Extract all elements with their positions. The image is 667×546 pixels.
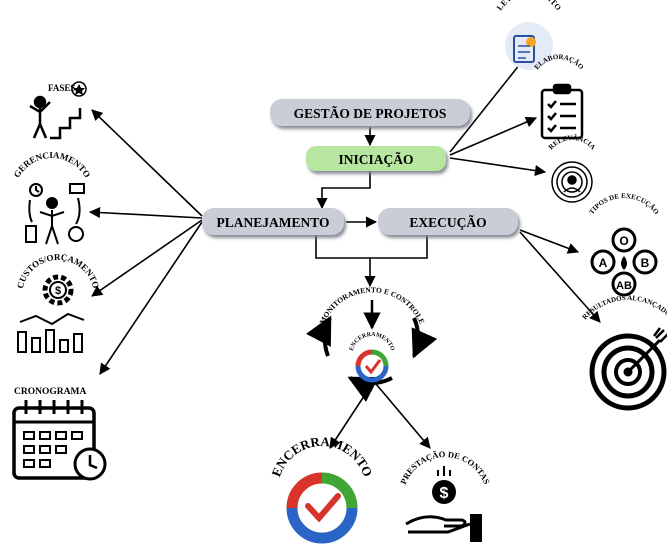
gear-coin-icon: $ bbox=[42, 274, 74, 306]
cronograma-label: CRONOGRAMA bbox=[14, 387, 86, 397]
gerenciamento-label: GERENCIAMENTO bbox=[12, 150, 93, 179]
node-iniciacao-label: INICIAÇÃO bbox=[338, 152, 413, 167]
arrow-to-relevancia bbox=[449, 157, 547, 177]
relevancia-label: RELEVÂNCIA bbox=[547, 134, 597, 151]
bar-chart-icon bbox=[17, 312, 85, 353]
cycle-arrow-right bbox=[411, 317, 438, 359]
arrow-to-levantamento bbox=[449, 53, 529, 153]
fases-item: FASES bbox=[29, 81, 87, 140]
resultados-label: RESULTADOS ALCANÇADOS bbox=[581, 294, 667, 321]
blood-type-a: A bbox=[599, 256, 608, 270]
blood-types-icon: O A B AB bbox=[590, 227, 658, 297]
elaboracao-item: ELABORAÇÃO bbox=[533, 53, 586, 140]
prestacao-item: PRESTAÇÃO DE CONTAS $ bbox=[398, 449, 492, 542]
target-arrow-icon bbox=[589, 327, 667, 411]
blood-type-ab: AB bbox=[616, 280, 632, 292]
node-execucao-label: EXECUÇÃO bbox=[409, 215, 486, 230]
hand-coin-icon: $ bbox=[405, 466, 482, 542]
encerramento-small-label: ENCERRAMENTO bbox=[349, 332, 396, 352]
custos-item: CUSTOS/ORÇAMENTO $ bbox=[15, 252, 101, 353]
arrow-to-resultados bbox=[519, 231, 601, 323]
gerenciamento-item: GERENCIAMENTO bbox=[12, 150, 93, 245]
arrow-to-gerenciamento bbox=[88, 206, 203, 219]
resultados-item: RESULTADOS ALCANÇADOS bbox=[581, 294, 667, 411]
stairs-icon bbox=[29, 81, 87, 140]
calendar-icon bbox=[12, 400, 107, 481]
cycle-arrow-left bbox=[305, 315, 332, 357]
fases-label: FASES bbox=[48, 83, 75, 93]
tipos-item: TIPOS DE EXECUÇÃO O A B AB bbox=[588, 192, 661, 297]
custos-label: CUSTOS/ORÇAMENTO bbox=[15, 252, 101, 290]
arrow-to-custos bbox=[91, 219, 203, 297]
relevance-target-icon bbox=[551, 161, 593, 203]
svg-text:$: $ bbox=[55, 285, 61, 297]
clipboard-checklist-icon bbox=[540, 83, 584, 140]
cycle-arrow-bottom bbox=[347, 376, 393, 402]
arrow-to-tipos bbox=[519, 229, 580, 254]
relevancia-item: RELEVÂNCIA bbox=[547, 134, 597, 203]
encerramento-small-icon bbox=[355, 349, 389, 383]
svg-text:$: $ bbox=[440, 485, 449, 502]
encerramento-check-icon bbox=[286, 472, 358, 544]
arrow-to-prestacao bbox=[375, 383, 431, 449]
arrow-to-cronograma bbox=[99, 221, 203, 375]
node-gestao[interactable]: GESTÃO DE PROJETOS bbox=[270, 99, 470, 126]
cronograma-item: CRONOGRAMA bbox=[12, 387, 107, 481]
connectors bbox=[88, 53, 601, 449]
arrow-to-fases bbox=[91, 109, 203, 217]
levantamento-label: LEVANTAMENTO bbox=[495, 0, 563, 12]
node-gestao-label: GESTÃO DE PROJETOS bbox=[294, 106, 447, 121]
bracket-planejamento-execucao bbox=[315, 234, 428, 259]
blood-type-b: B bbox=[641, 256, 650, 270]
survey-person-icon bbox=[505, 22, 553, 70]
node-planejamento[interactable]: PLANEJAMENTO bbox=[202, 208, 344, 235]
node-planejamento-label: PLANEJAMENTO bbox=[216, 215, 329, 230]
arrow-to-elaboracao bbox=[449, 116, 538, 156]
monitoring-cycle: MONITORAMENTO E CONTROLE ENCERRAMENTO bbox=[305, 285, 438, 402]
encerramento-label: ENCERRAMENTO bbox=[268, 434, 375, 479]
encerramento-item: ENCERRAMENTO bbox=[268, 434, 376, 544]
node-iniciacao[interactable]: INICIAÇÃO bbox=[306, 146, 446, 171]
arrow-iniciacao-planejamento bbox=[316, 171, 371, 210]
blood-type-o: O bbox=[619, 234, 628, 248]
node-execucao[interactable]: EXECUÇÃO bbox=[378, 208, 518, 235]
tipos-label: TIPOS DE EXECUÇÃO bbox=[588, 192, 661, 216]
team-management-icon bbox=[25, 183, 85, 245]
